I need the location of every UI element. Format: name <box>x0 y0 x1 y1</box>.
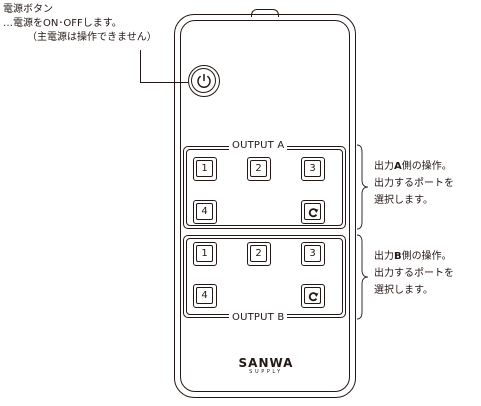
cycle-icon <box>308 292 319 302</box>
output-b-key-4[interactable]: 4 <box>193 284 217 308</box>
power-callout-title: 電源ボタン <box>3 4 53 15</box>
power-callout-line2: （主電源は操作できません） <box>27 32 157 43</box>
output-b-key-3[interactable]: 3 <box>301 242 325 266</box>
cycle-icon <box>308 208 319 218</box>
output-b-key-2[interactable]: 2 <box>247 242 271 266</box>
output-a-key-1[interactable]: 1 <box>193 157 217 181</box>
output-b-note: 出力B側の操作。 出力するポートを 選択します。 <box>374 251 454 296</box>
power-button[interactable] <box>188 65 220 97</box>
output-b-bracket <box>356 234 369 320</box>
power-leader-horizontal <box>140 82 188 83</box>
power-icon <box>197 73 211 88</box>
remote-body-inner <box>180 20 350 392</box>
power-leader-vertical <box>140 50 141 83</box>
power-callout-line1: …電源をON･OFFします。 <box>3 18 122 29</box>
output-a-key-4[interactable]: 4 <box>193 200 217 224</box>
ir-emitter <box>251 9 279 17</box>
output-b-key-1[interactable]: 1 <box>193 242 217 266</box>
brand-logo: SANWA SUPPLY <box>238 356 294 375</box>
output-a-note: 出力A側の操作。 出力するポートを 選択します。 <box>374 161 454 206</box>
output-b-cycle-button[interactable] <box>301 284 325 308</box>
output-a-label: OUTPUT A <box>229 140 288 152</box>
remote-body <box>174 14 356 398</box>
output-b-label: OUTPUT B <box>229 312 288 324</box>
output-a-key-2[interactable]: 2 <box>247 157 271 181</box>
output-a-cycle-button[interactable] <box>301 200 325 224</box>
output-a-bracket <box>356 144 369 230</box>
output-a-key-3[interactable]: 3 <box>301 157 325 181</box>
